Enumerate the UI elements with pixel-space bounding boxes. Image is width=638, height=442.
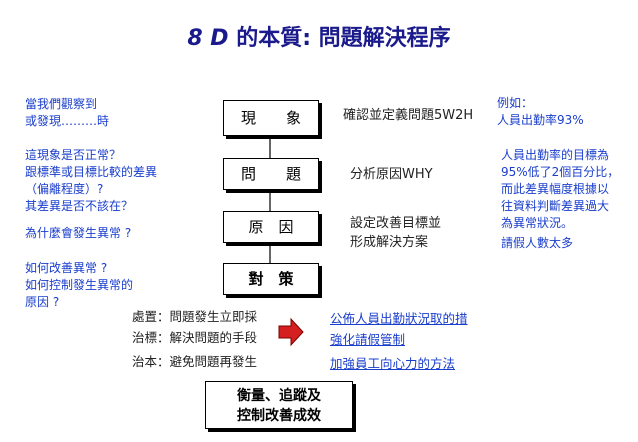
- measure-control-box: 衡量、追蹤及 控制改善成效: [205, 381, 353, 429]
- goal-line5: 為異常狀況。: [501, 216, 574, 230]
- step-target: 設定改善目標並 形成解決方案: [350, 214, 441, 252]
- question-improve-line1: 如何改善異常 ?: [25, 261, 108, 275]
- goal-line4: 往資料判斷差異過大: [501, 199, 610, 213]
- goal-line3: 而此差異幅度根據以: [501, 182, 610, 196]
- question-improve-line3: 原因 ?: [25, 295, 60, 309]
- right-arrow-icon: [278, 317, 304, 347]
- goal-block: 人員出勤率的目標為 95%低了2個百分比， 而此差異幅度根據以 往資料判斷差異過…: [501, 147, 619, 232]
- question-normal-line1: 這現象是否正常？: [25, 148, 122, 162]
- phenomenon-label: 現 象: [240, 109, 301, 127]
- measure-control-line2: 控制改善成效: [237, 408, 321, 424]
- question-improve-line2: 如何控制發生異常的: [25, 278, 134, 292]
- example-label: 例如：: [497, 96, 534, 110]
- step-define: 確認並定義問題5W2H: [343, 108, 474, 123]
- countermeasure-box: 對 策: [223, 263, 319, 295]
- action-row3-link[interactable]: 加強員工向心力的方法: [330, 356, 456, 371]
- step-target-line1: 設定改善目標並: [350, 216, 442, 231]
- step-target-line2: 形成解決方案: [350, 235, 429, 250]
- reason-text: 請假人數太多: [501, 236, 574, 250]
- question-normal-line2: 跟標準或目標比較的差異: [25, 165, 158, 179]
- countermeasure-label: 對 策: [248, 270, 294, 288]
- title-prefix: 8 D: [187, 26, 229, 51]
- title-rest: 的本質: 問題解決程序: [228, 26, 451, 51]
- problem-label: 問 題: [240, 165, 301, 183]
- measure-control-line1: 衡量、追蹤及: [237, 388, 321, 404]
- cause-box: 原 因: [223, 211, 319, 243]
- question-observe: 當我們觀察到 或發現………時: [25, 96, 109, 130]
- example-block: 例如： 人員出勤率93%: [497, 95, 584, 129]
- question-observe-line2: 或發現………時: [25, 114, 110, 128]
- question-normal-line4: 其差異是否不該在？: [25, 199, 134, 213]
- goal-line2: 95%低了2個百分比，: [501, 165, 620, 179]
- question-improve: 如何改善異常 ? 如何控制發生異常的 原因 ?: [25, 260, 133, 311]
- question-normal-line3: （偏離程度）?: [25, 182, 104, 196]
- goal-line1: 人員出勤率的目標為: [501, 148, 610, 162]
- action-row1-label: 處置：問題發生立即採: [132, 309, 258, 324]
- action-row2-link[interactable]: 強化請假管制: [330, 332, 406, 347]
- problem-box: 問 題: [223, 158, 319, 190]
- phenomenon-box: 現 象: [223, 100, 319, 136]
- question-normal: 這現象是否正常？ 跟標準或目標比較的差異 （偏離程度）? 其差異是否不該在？: [25, 147, 157, 215]
- cause-label: 原 因: [248, 218, 294, 236]
- step-analyze: 分析原因WHY: [350, 167, 433, 182]
- question-observe-line1: 當我們觀察到: [25, 97, 98, 111]
- question-why: 為什麼會發生異常 ?: [25, 226, 132, 240]
- action-row1-link[interactable]: 公佈人員出勤狀況取的措: [330, 311, 468, 326]
- example-rate: 人員出勤率93%: [497, 113, 584, 127]
- page-title: 8 D 的本質: 問題解決程序: [0, 20, 638, 52]
- action-row3-label: 治本：避免問題再發生: [132, 354, 258, 369]
- action-row2-label: 治標：解決問題的手段: [132, 330, 258, 345]
